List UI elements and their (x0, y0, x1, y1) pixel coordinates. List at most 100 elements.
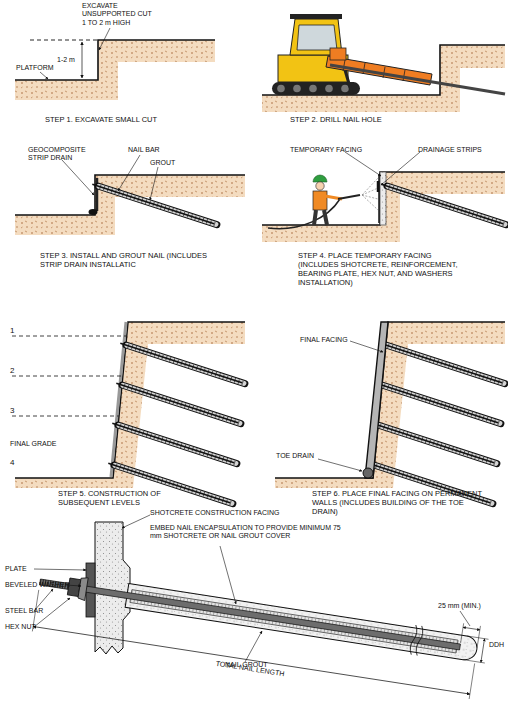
worker-figure (314, 210, 327, 225)
dimension-label: 25 mm (MIN.) (438, 602, 481, 610)
callout-label: NAIL BAR (128, 146, 160, 154)
soil-nail (120, 343, 245, 383)
drill-rig (290, 14, 342, 19)
dimension-label: TOTAL NAIL LENGTH (195, 657, 305, 682)
leader-line (99, 28, 110, 50)
steel-bar (40, 579, 461, 650)
ground-line (15, 322, 245, 478)
step4-facing (262, 152, 506, 242)
drill-rig (277, 85, 285, 93)
drill-rig (272, 14, 432, 95)
nail-detail (32, 515, 490, 701)
temporary-facing (380, 172, 386, 225)
drill-rig (330, 48, 346, 60)
step-caption: STEP 4. PLACE TEMPORARY FACING (INCLUDES… (298, 252, 458, 287)
leader-line (40, 72, 48, 79)
drill-rig (343, 60, 405, 81)
dimension-label: 1-2 m (57, 56, 75, 64)
level-number: 3 (10, 406, 14, 415)
drill-rig (341, 85, 349, 93)
bearing-plate (377, 181, 380, 192)
callout-label: FINAL FACING (300, 336, 348, 344)
callout-label: PLATFORM (16, 64, 54, 72)
leader-line (220, 546, 236, 604)
worker-figure (268, 199, 340, 229)
soil-nail (380, 343, 505, 383)
dimension-line (33, 626, 470, 694)
excavation-level-line (12, 336, 127, 416)
extension-line (463, 636, 488, 663)
dimension-line (463, 627, 480, 630)
drill-rig (345, 70, 352, 94)
step-caption: STEP 5. CONSTRUCTION OF SUBSEQUENT LEVEL… (58, 490, 188, 508)
step6-final-facing (275, 322, 505, 504)
soil-nail (32, 558, 490, 700)
drainage-strip (378, 174, 380, 223)
leader-line (381, 152, 420, 185)
drill-rod (330, 65, 505, 94)
callout-label: TOE DRAIN (276, 452, 314, 460)
dimension-label: DDH (489, 641, 504, 649)
leader-line (150, 167, 158, 200)
leader-line (122, 515, 150, 528)
soil-mass (15, 40, 215, 100)
callout-label: EXCAVATE UNSUPPORTED CUT 1 TO 2 m HIGH (82, 2, 154, 27)
leader-line (34, 569, 86, 570)
worker-figure (362, 178, 378, 210)
callout-label: TEMPORARY FACING (290, 146, 362, 154)
callout-label: BEVELED WASHER (5, 581, 70, 589)
soil-nail (372, 423, 497, 463)
final-facing (365, 322, 388, 478)
level-number: 1 (10, 326, 14, 335)
drill-rig (325, 85, 333, 93)
dimension-line (481, 639, 485, 663)
callout-label: GROUT (150, 159, 175, 167)
leader-line (62, 160, 94, 195)
soil-mass (15, 175, 245, 235)
worker-figure (313, 175, 327, 182)
ground-line (262, 172, 505, 225)
callout-label: PLATE (5, 565, 27, 573)
leader-line (350, 341, 383, 352)
drill-rig (272, 82, 360, 95)
step1-cut (15, 28, 215, 100)
break-line (415, 626, 424, 656)
soil-nail (376, 383, 501, 423)
step-caption: STEP 3. INSTALL AND GROUT NAIL (INCLUDES… (40, 252, 220, 270)
step2-drilling (262, 14, 505, 112)
leader-line (318, 459, 362, 471)
extension-line (460, 623, 480, 647)
dimension-line (82, 42, 83, 78)
ground-line (275, 322, 505, 478)
callout-label: SHOTCRETE CONSTRUCTION FACING (150, 509, 280, 517)
leader-line (460, 611, 470, 626)
drill-rig (297, 25, 337, 50)
step3-nail (15, 155, 245, 235)
soil-mass (275, 322, 505, 488)
drill-rig (309, 85, 317, 93)
soil-nail (92, 184, 217, 224)
step-caption: STEP 1. EXCAVATE SMALL CUT (45, 116, 157, 125)
strip-drain (89, 209, 98, 215)
callout-label: FINAL GRADE (10, 440, 56, 448)
worker-figure (338, 195, 360, 199)
soil-nail (112, 423, 237, 463)
callout-label: GEOCOMPOSITE STRIP DRAIN (28, 146, 90, 163)
leader-line (245, 631, 262, 662)
leader-line (345, 152, 381, 176)
leader-line (118, 155, 140, 191)
callout-label: HEX NUT (5, 623, 36, 631)
level-number: 2 (10, 366, 14, 375)
step5-levels (12, 322, 245, 504)
callout-label: STEEL BAR (5, 607, 43, 615)
soil-mass (15, 322, 245, 488)
worker-figure (316, 182, 324, 190)
soil-nail (381, 184, 506, 224)
step-caption: STEP 2. DRILL NAIL HOLE (290, 116, 382, 125)
level-number: 4 (10, 458, 14, 467)
ground-line (15, 40, 215, 80)
callout-label: EMBED NAIL ENCAPSULATION TO PROVIDE MINI… (150, 524, 345, 541)
